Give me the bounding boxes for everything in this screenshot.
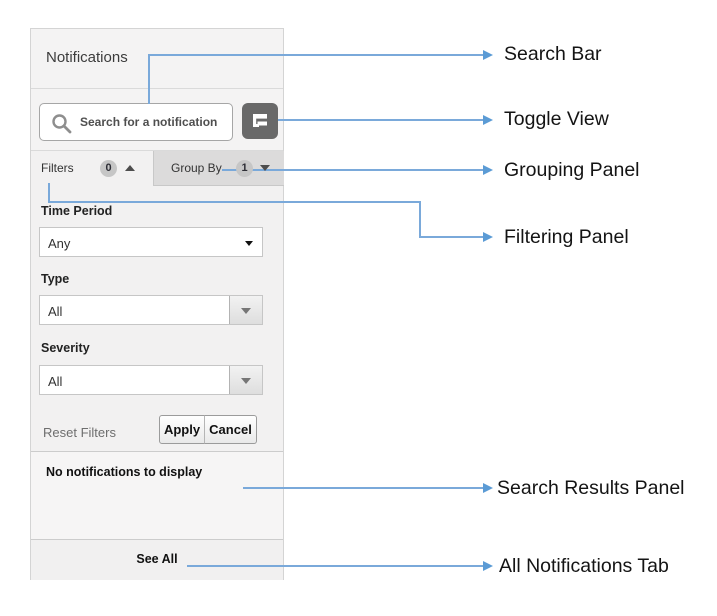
type-select[interactable]: All [39, 295, 263, 325]
callout-arrow-toggle-view [483, 115, 493, 125]
callout-arrow-search-results [483, 483, 493, 493]
notifications-panel: Notifications Filters [30, 28, 284, 580]
search-input[interactable] [80, 105, 228, 139]
search-row [31, 89, 283, 151]
panel-title: Notifications [46, 49, 128, 66]
callout-line-toggle-view [278, 119, 483, 121]
tab-group-by[interactable]: Group By 1 [153, 151, 284, 186]
severity-select[interactable]: All [39, 365, 263, 395]
dropdown-arrow-icon [245, 241, 253, 246]
annotation-search-bar: Search Bar [504, 43, 602, 65]
group-by-count-badge: 1 [236, 160, 253, 177]
search-icon [52, 114, 72, 134]
severity-dropdown-button[interactable] [229, 366, 262, 394]
callout-arrow-grouping-panel [483, 165, 493, 175]
type-dropdown-button[interactable] [229, 296, 262, 324]
time-period-select[interactable]: Any [39, 227, 263, 257]
toggle-view-button[interactable] [242, 103, 278, 139]
callout-arrow-all-notifications [483, 561, 493, 571]
callout-arrow-search-bar [483, 50, 493, 60]
callout-line-search-bar [148, 54, 483, 56]
grouping-filtering-tabs: Filters 0 Group By 1 [31, 151, 284, 186]
type-label: Type [41, 272, 70, 286]
reset-filters-link[interactable]: Reset Filters [43, 425, 116, 440]
search-bar[interactable] [39, 103, 233, 141]
dropdown-arrow-icon [241, 378, 251, 384]
callout-line-filtering-panel [419, 236, 483, 238]
annotation-grouping-panel: Grouping Panel [504, 159, 640, 181]
callout-line-filtering-panel [48, 201, 421, 203]
callout-line-filtering-panel [419, 201, 421, 238]
callout-line-all-notifications [187, 565, 483, 567]
callout-arrow-filtering-panel [483, 232, 493, 242]
filters-count-badge: 0 [100, 160, 117, 177]
panel-header: Notifications [31, 29, 283, 89]
chevron-down-icon[interactable] [260, 165, 270, 171]
tab-group-by-label: Group By [171, 161, 222, 175]
annotation-search-results: Search Results Panel [497, 477, 685, 499]
all-notifications-tab-bar: See All [31, 539, 283, 580]
dropdown-arrow-icon [241, 308, 251, 314]
time-period-value: Any [48, 236, 71, 251]
annotation-all-notifications: All Notifications Tab [499, 555, 669, 577]
cancel-button[interactable]: Cancel [204, 415, 257, 444]
callout-line-search-bar [148, 55, 150, 104]
callout-line-search-results [243, 487, 483, 489]
apply-button[interactable]: Apply [159, 415, 205, 444]
empty-results-message: No notifications to display [46, 465, 203, 479]
see-all-link[interactable]: See All [136, 552, 178, 566]
severity-value: All [48, 374, 63, 389]
search-results-panel: No notifications to display [31, 451, 283, 539]
annotation-filtering-panel: Filtering Panel [504, 226, 629, 248]
annotation-toggle-view: Toggle View [504, 108, 609, 130]
chevron-up-icon[interactable] [125, 165, 135, 171]
callout-line-filtering-panel [48, 183, 50, 203]
severity-label: Severity [41, 341, 90, 355]
type-value: All [48, 304, 63, 319]
filtering-panel: Time Period Any Type All Severity All Re… [31, 186, 283, 451]
tab-filters[interactable]: Filters 0 [31, 151, 153, 186]
time-period-label: Time Period [41, 204, 113, 218]
tab-filters-label: Filters [41, 161, 74, 175]
callout-line-grouping-panel [222, 169, 483, 171]
list-view-icon [253, 113, 267, 127]
